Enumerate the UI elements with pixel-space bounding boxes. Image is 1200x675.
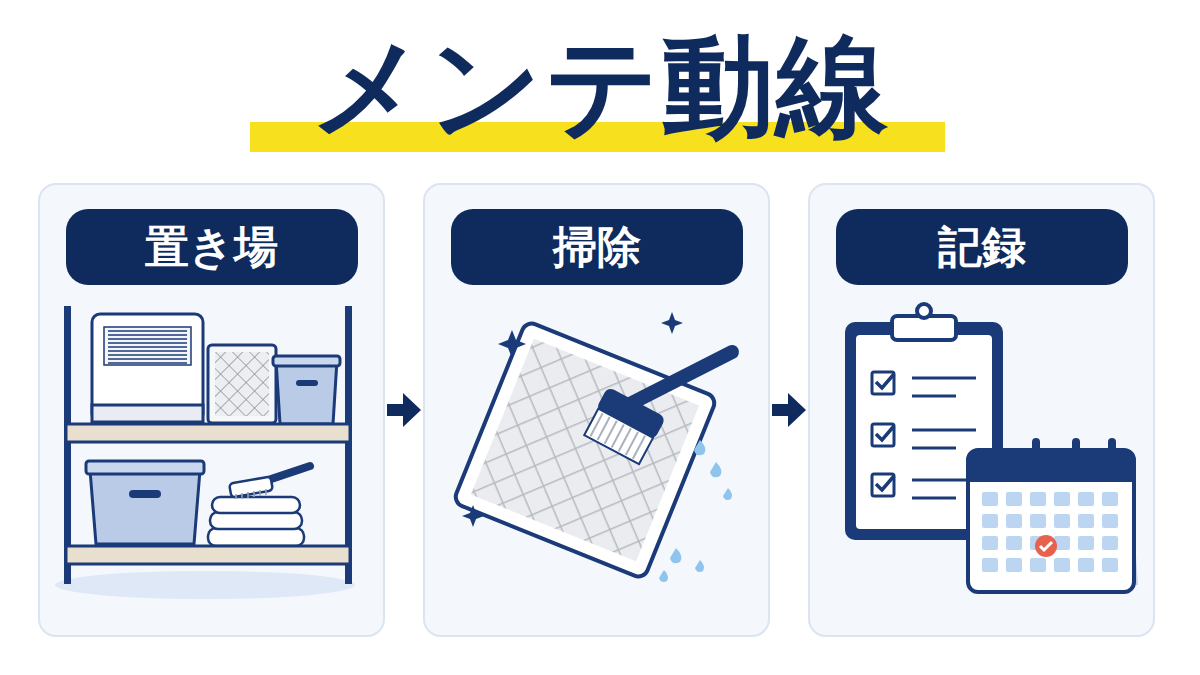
- shelf-illustration: [55, 306, 355, 599]
- flow-arrow: [387, 393, 421, 427]
- cleaning-illustration: [453, 312, 732, 582]
- main-title: メンテ動線: [0, 22, 1200, 151]
- step-panel: 記録: [808, 183, 1155, 637]
- panel-ground: [423, 183, 770, 637]
- panel-ground: [38, 183, 385, 637]
- step-label: 掃除: [451, 209, 743, 285]
- panel-ground: [808, 183, 1155, 637]
- step-label: 記録: [836, 209, 1128, 285]
- step-label: 置き場: [66, 209, 358, 285]
- flow-arrow: [772, 393, 806, 427]
- record-illustration: [845, 304, 1138, 592]
- step-panel: 掃除: [423, 183, 770, 637]
- step-panel: 置き場: [38, 183, 385, 637]
